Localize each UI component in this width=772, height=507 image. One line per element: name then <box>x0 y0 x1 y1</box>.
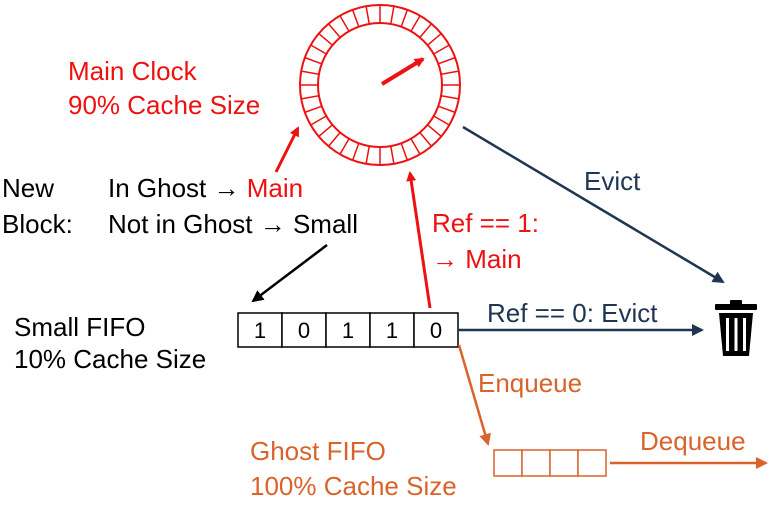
new-block-rule-small: Not in Ghost → Small <box>108 209 358 239</box>
small-fifo-cell <box>369 312 415 348</box>
clock-slots <box>300 5 460 165</box>
small-fifo-cell <box>281 312 327 348</box>
arrow-new-to-small <box>251 244 328 303</box>
small-fifo-cell <box>413 312 459 348</box>
clock-slot <box>301 70 320 75</box>
clock-slot <box>304 105 322 114</box>
clock-hand <box>380 57 425 86</box>
clock-slot <box>400 143 409 161</box>
clock-slot <box>419 132 432 147</box>
clock-slot <box>310 115 327 126</box>
arrow-small-to-ghost <box>457 344 491 446</box>
main-clock-title: Main Clock <box>68 56 198 86</box>
main-clock-size: 90% Cache Size <box>68 90 260 120</box>
clock-slot <box>427 33 442 46</box>
rule-ghost-prefix: In Ghost → <box>108 173 240 203</box>
ghost-fifo-size: 100% Cache Size <box>250 471 457 501</box>
clock-slot <box>410 15 421 32</box>
clock-slot <box>301 95 320 100</box>
rule-ghost-target: Main <box>247 173 303 203</box>
clock-slot <box>328 23 341 38</box>
clock-slot <box>419 23 432 38</box>
clock-slot <box>400 9 409 27</box>
new-block-label-1: New <box>2 173 54 203</box>
ghost-fifo-cell <box>493 449 523 477</box>
clock-slot <box>339 138 350 155</box>
small-fifo-queue: 1 0 1 1 0 <box>237 312 459 348</box>
arrow-main-to-evict <box>462 125 725 284</box>
clock-slot <box>365 145 370 164</box>
clock-slot <box>318 124 333 137</box>
clock-slot <box>427 124 442 137</box>
clock-slot <box>440 95 459 100</box>
clock-slot <box>433 115 450 126</box>
clock-slot <box>304 56 322 65</box>
small-fifo-size: 10% Cache Size <box>14 344 206 374</box>
enqueue-label: Enqueue <box>478 368 582 398</box>
clock-slot <box>440 70 459 75</box>
clock-slot <box>351 9 360 27</box>
ghost-fifo-title: Ghost FIFO <box>250 436 386 466</box>
clock-outer-ring <box>299 4 461 166</box>
clock-slot <box>351 143 360 161</box>
evict-label: Evict <box>584 166 641 196</box>
small-fifo-cell <box>325 312 371 348</box>
small-fifo-cell-value: 1 <box>386 318 398 343</box>
clock-slot <box>328 132 341 147</box>
new-block-rule-ghost: In Ghost → Main <box>108 173 303 203</box>
arrow-new-to-main <box>274 126 300 173</box>
clock-inner-ring <box>317 22 443 148</box>
ref1-label-1: Ref == 1: <box>432 208 539 238</box>
arrow-small-to-main <box>406 171 432 309</box>
clock-slot <box>339 15 350 32</box>
small-fifo-cell-value: 0 <box>430 318 442 343</box>
small-fifo-cell-value: 0 <box>298 318 310 343</box>
ref0-label: Ref == 0: Evict <box>487 298 658 328</box>
main-clock <box>299 4 461 166</box>
clock-slot <box>310 44 327 55</box>
ghost-fifo-queue <box>493 449 607 477</box>
ghost-fifo-cell <box>521 449 551 477</box>
small-fifo-cell-value: 1 <box>342 318 354 343</box>
small-fifo-cell <box>237 312 283 348</box>
clock-slot <box>438 56 456 65</box>
ghost-fifo-cell <box>549 449 579 477</box>
clock-slot <box>433 44 450 55</box>
clock-slot <box>390 6 395 25</box>
clock-slot <box>438 105 456 114</box>
trash-icon <box>715 300 757 356</box>
ghost-fifo-cell <box>577 449 607 477</box>
clock-slot <box>365 6 370 25</box>
new-block-label-2: Block: <box>2 209 73 239</box>
clock-slot <box>410 138 421 155</box>
ref1-label-2: → Main <box>432 244 522 274</box>
small-fifo-title: Small FIFO <box>14 312 145 342</box>
clock-slot <box>390 145 395 164</box>
small-fifo-cell-value: 1 <box>254 318 266 343</box>
dequeue-label: Dequeue <box>640 426 746 456</box>
clock-slot <box>318 33 333 46</box>
